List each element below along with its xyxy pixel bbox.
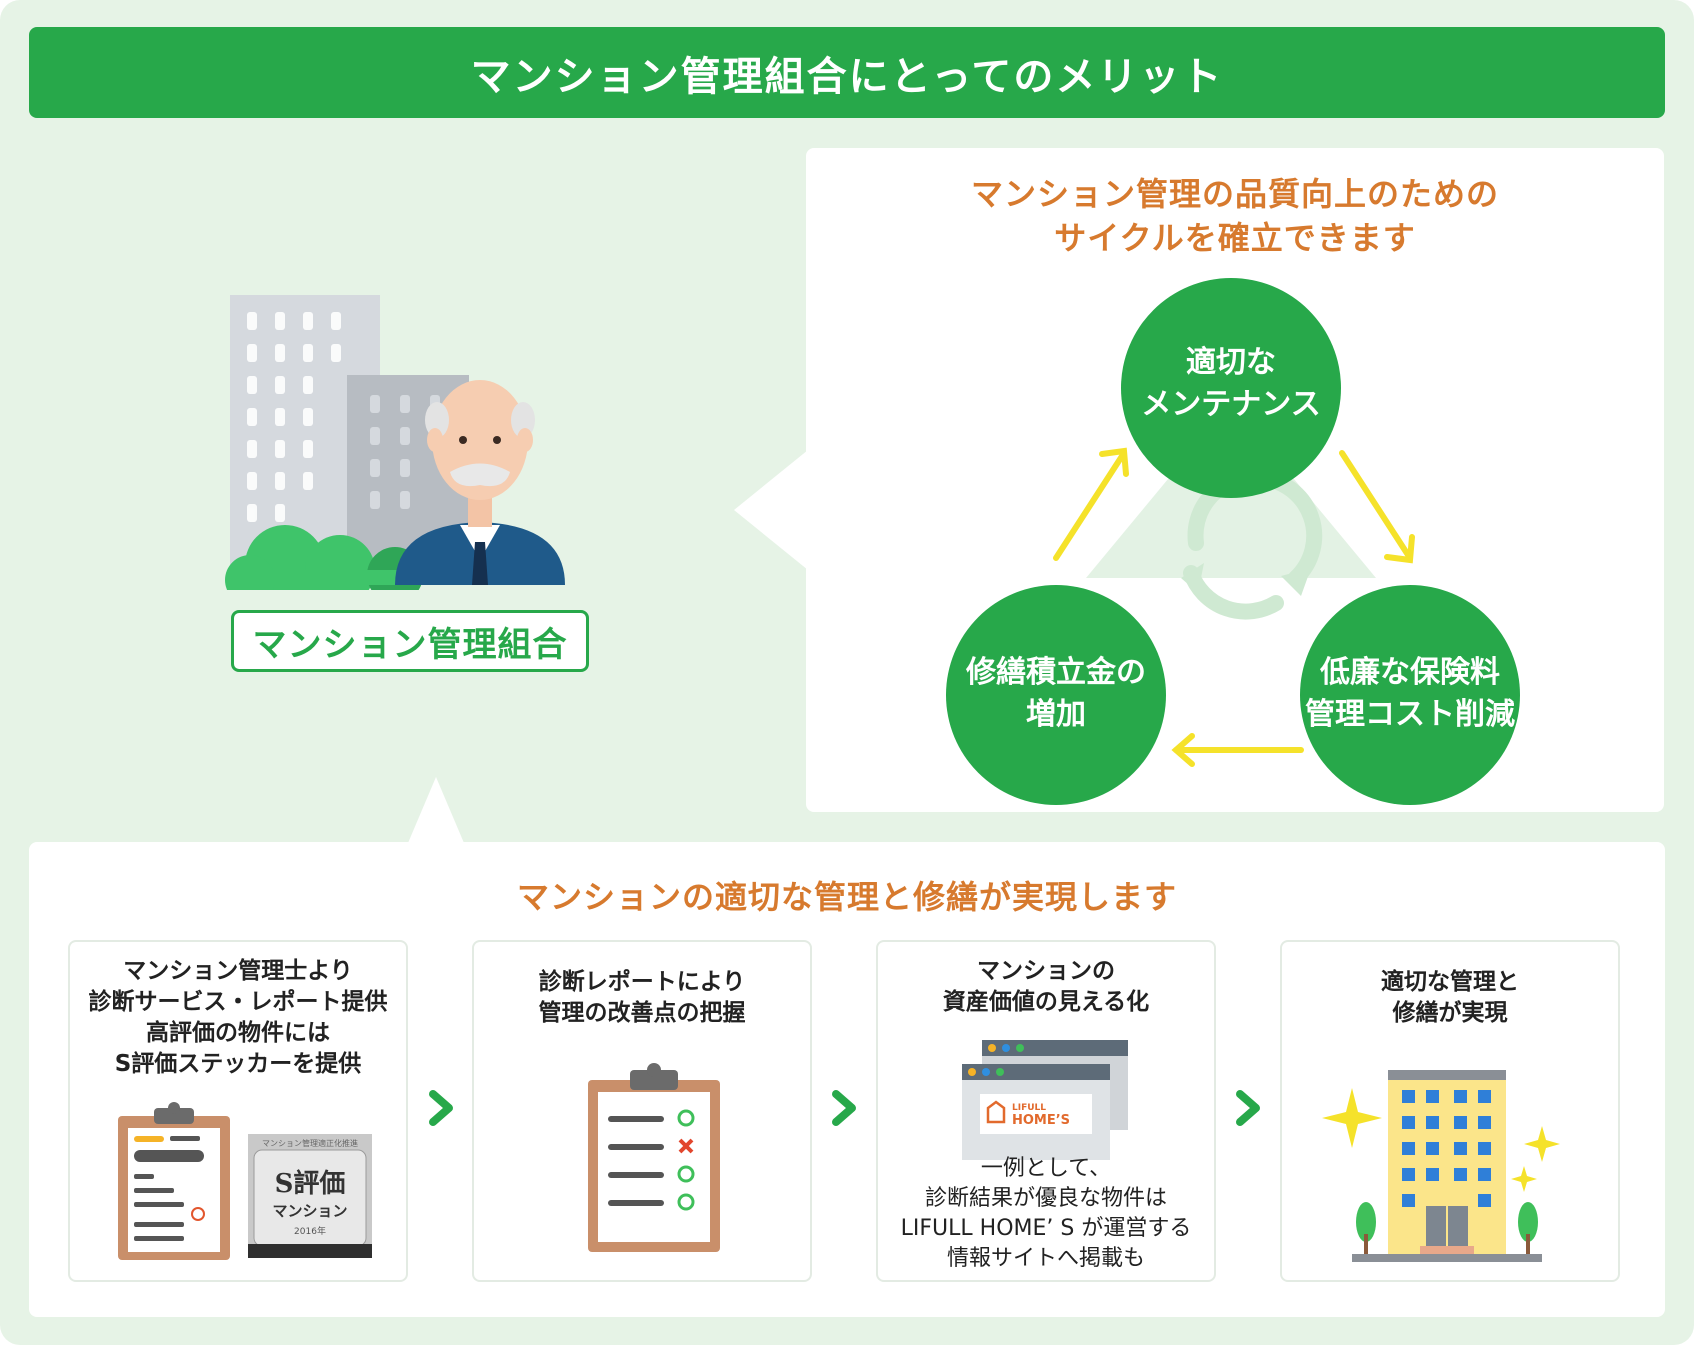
speech-pointer — [408, 777, 464, 843]
process-step-3: マンションの 資産価値の見える化 LIFULL HOME’S 一例として、 診断… — [876, 940, 1216, 1282]
step-text: マンション管理士より 診断サービス・レポート提供 高評価の物件には S評価ステッ… — [88, 958, 388, 1077]
cycle-panel: マンション管理の品質向上のための サイクルを確立できます 適切な メンテナ — [806, 148, 1664, 812]
elderly-man-icon — [395, 380, 565, 585]
step-text: マンションの 資産価値の見える化 — [942, 958, 1150, 1015]
union-illustration — [225, 295, 565, 590]
process-step-2: 診断レポートにより 管理の改善点の把握 — [472, 940, 812, 1282]
sparkling-building-icon — [1322, 1070, 1560, 1262]
checklist-clipboard-icon — [588, 1063, 720, 1252]
cycle-arrows — [1053, 447, 1415, 767]
tree-icon — [1518, 1202, 1538, 1242]
page-title: マンション管理組合にとってのメリット — [29, 27, 1665, 118]
step-note: 一例として、 診断結果が優良な物件は LIFULL HOME’ S が運営する … — [900, 1156, 1192, 1271]
svg-text:マンション: マンション — [272, 1202, 347, 1220]
chevron-right-icon — [429, 1090, 453, 1126]
step-text: 適切な管理と 修繕が実現 — [1381, 969, 1519, 1026]
process-title: マンションの適切な管理と修繕が実現します — [516, 878, 1177, 916]
svg-text:LIFULL: LIFULL — [1012, 1103, 1046, 1113]
svg-text:2016年: 2016年 — [294, 1225, 326, 1237]
sparkle-icon — [1511, 1166, 1537, 1192]
sparkle-icon — [1524, 1126, 1560, 1162]
report-clipboard-icon — [118, 1102, 230, 1260]
chevron-right-icon — [832, 1090, 856, 1126]
cycle-node-cost-label: 低廉な保険料 管理コスト削減 — [1305, 655, 1515, 732]
union-label: マンション管理組合 — [231, 610, 589, 672]
step-text: 診断レポートにより 管理の改善点の把握 — [538, 969, 746, 1026]
cycle-node-maintenance — [1121, 278, 1341, 498]
process-step-1: マンション管理士より 診断サービス・レポート提供 高評価の物件には S評価ステッ… — [68, 940, 408, 1282]
cycle-node-fund-label: 修繕積立金の 増加 — [966, 655, 1146, 732]
website-window-icon: LIFULL HOME’S — [962, 1040, 1128, 1160]
speech-pointer — [734, 450, 808, 570]
cycle-node-cost — [1300, 585, 1520, 805]
cycle-node-fund — [946, 585, 1166, 805]
chevron-right-icon — [1236, 1090, 1260, 1126]
cycle-title: マンション管理の品質向上のための サイクルを確立できます — [970, 175, 1499, 257]
cycle-node-maintenance-label: 適切な メンテナンス — [1141, 345, 1321, 422]
svg-text:HOME’S: HOME’S — [1012, 1113, 1070, 1128]
process-step-4: 適切な管理と 修繕が実現 — [1280, 940, 1620, 1282]
svg-text:S評価: S評価 — [275, 1168, 346, 1199]
svg-text:マンション管理適正化推進: マンション管理適正化推進 — [262, 1138, 358, 1148]
cycle-diagram — [946, 278, 1520, 805]
tree-icon — [1356, 1202, 1376, 1242]
s-rating-sticker-icon: マンション管理適正化推進 S評価 マンション 2016年 — [248, 1134, 372, 1258]
sparkle-icon — [1322, 1088, 1382, 1148]
